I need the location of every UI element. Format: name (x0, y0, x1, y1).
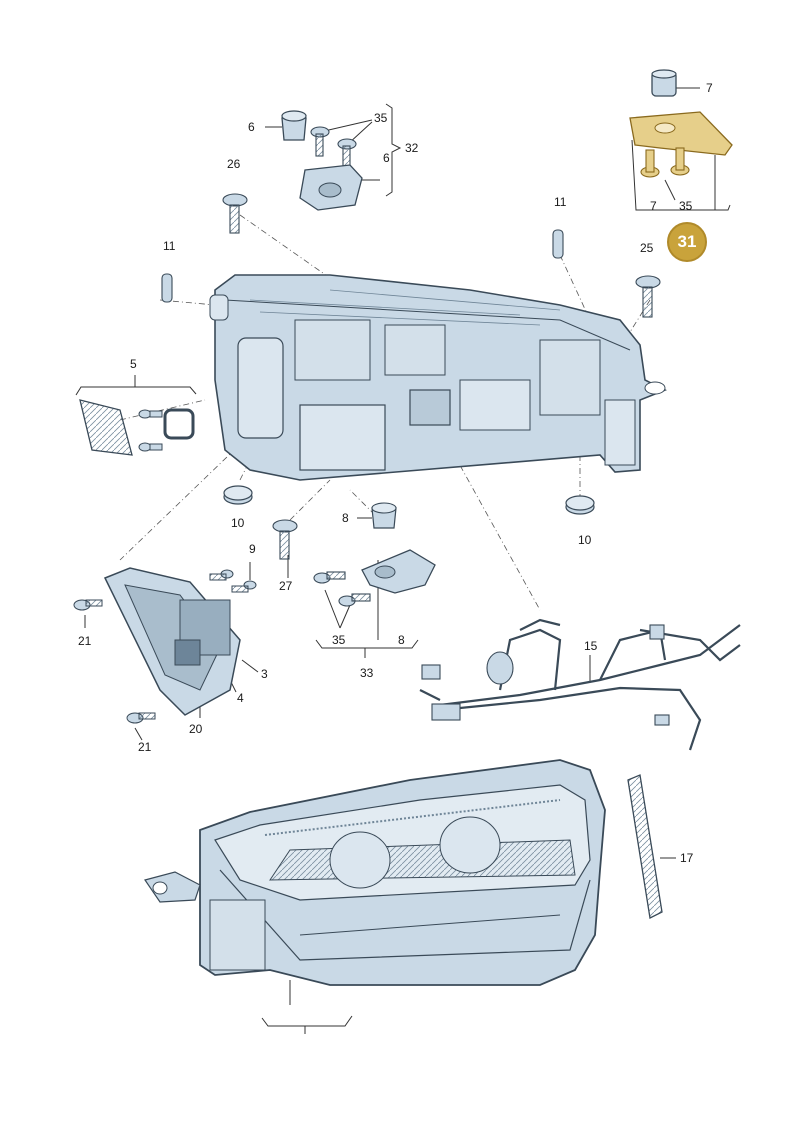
callout-35-mid: 35 (332, 633, 346, 647)
callout-26: 26 (227, 157, 241, 171)
leader-lines (119, 214, 651, 611)
callout-7-top: 7 (706, 81, 713, 95)
callout-15: 15 (584, 639, 598, 653)
callout-8-bracket: 8 (398, 633, 405, 647)
callout-25: 25 (640, 241, 654, 255)
callout-20: 20 (189, 722, 203, 736)
callout-17: 17 (680, 851, 694, 865)
pin-11-left (161, 273, 173, 303)
headlight-housing-rear (209, 274, 667, 481)
screws-35-top (310, 126, 357, 167)
harness-connectors (421, 624, 670, 726)
bush-8 (371, 502, 397, 529)
highlight-badge-31[interactable]: 31 (667, 222, 707, 262)
control-unit-20 (103, 567, 241, 716)
callout-21-lower: 21 (138, 740, 152, 754)
callout-11-left: 11 (163, 239, 176, 253)
callout-32: 32 (405, 141, 419, 155)
wiring-harness-15 (419, 618, 741, 751)
callout-21-upper: 21 (78, 634, 92, 648)
rings-10 (223, 485, 595, 515)
callout-arrows (75, 87, 731, 1034)
callout-9: 9 (249, 542, 256, 556)
callout-11-right: 11 (554, 195, 567, 209)
trim-strip-17 (627, 774, 663, 919)
mount-bracket-8 (361, 549, 436, 594)
screws-35-mid (313, 571, 371, 607)
callout-33: 33 (360, 666, 374, 680)
callout-10-right: 10 (578, 533, 592, 547)
callout-10-left: 10 (231, 516, 245, 530)
callout-6-bush: 6 (248, 120, 255, 134)
mount-bracket-6 (299, 164, 363, 211)
screw-27 (272, 519, 298, 560)
callout-35-top: 35 (374, 111, 388, 125)
callout-7-bottom: 7 (650, 199, 657, 213)
callout-27: 27 (279, 579, 293, 593)
bush-6 (281, 110, 307, 141)
bracket-32 (385, 103, 402, 197)
callout-35-right: 35 (679, 199, 693, 213)
bracket-31-assembly (629, 69, 733, 178)
callout-3: 3 (261, 667, 268, 681)
screws-21 (73, 599, 156, 724)
screw-26 (222, 193, 248, 234)
headlight-front (144, 759, 606, 986)
callout-6-bracket: 6 (383, 151, 390, 165)
cover-5 (79, 399, 195, 456)
pin-11-right (552, 229, 564, 259)
screws-9 (209, 569, 257, 593)
callout-4: 4 (237, 691, 244, 705)
callout-5: 5 (130, 357, 137, 371)
callout-8-bush: 8 (342, 511, 349, 525)
screw-25 (635, 275, 661, 318)
